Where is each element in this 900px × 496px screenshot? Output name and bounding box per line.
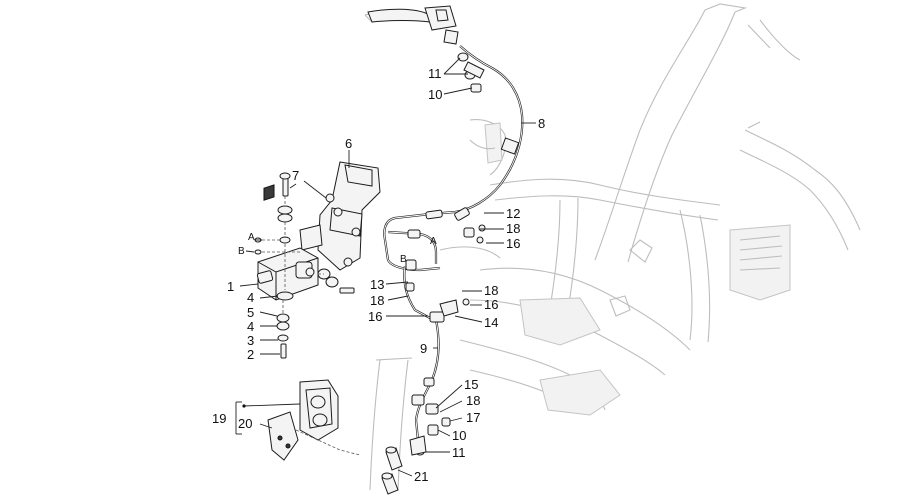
callout-10-bottom: 10 <box>452 428 466 443</box>
letter-b-right: B <box>400 254 407 265</box>
callout-19: 19 <box>212 411 226 426</box>
letter-b-left: B <box>238 246 245 257</box>
caliper-bolts <box>381 446 403 495</box>
callout-15: 15 <box>464 377 478 392</box>
callout-4-lower: 4 <box>247 319 254 334</box>
connection-letters: A B A B <box>238 232 437 265</box>
abs-modulator <box>256 184 319 301</box>
letter-a-left: A <box>248 232 255 243</box>
brake-hose-upper <box>429 45 524 216</box>
brake-master-cylinder <box>367 5 459 45</box>
callout-10-top: 10 <box>428 87 442 102</box>
callout-9: 9 <box>420 341 427 356</box>
callout-18-left: 18 <box>370 293 384 308</box>
caliper-leader-dot <box>242 404 246 408</box>
brake-caliper <box>267 379 361 461</box>
scooter-frame <box>364 3 861 491</box>
callout-16-top: 16 <box>506 236 520 251</box>
callout-labels: 1 2 3 4 5 4 6 7 8 9 10 10 11 11 12 13 14… <box>212 66 545 484</box>
callout-8: 8 <box>538 116 545 131</box>
banjo-fittings-top <box>457 52 485 93</box>
callout-4-upper: 4 <box>247 290 254 305</box>
letter-a-right: A <box>430 236 437 247</box>
callout-20: 20 <box>238 416 252 431</box>
callout-18-middle: 18 <box>484 283 498 298</box>
callout-18-top: 18 <box>506 221 520 236</box>
callout-16-middle: 16 <box>484 297 498 312</box>
callout-2: 2 <box>247 347 254 362</box>
callout-16-left: 16 <box>368 309 382 324</box>
brake-hose-lower <box>411 298 470 441</box>
callout-7: 7 <box>292 168 299 183</box>
callout-21: 21 <box>414 469 428 484</box>
callout-12: 12 <box>506 206 520 221</box>
callout-11-bottom: 11 <box>452 445 466 460</box>
callout-6: 6 <box>345 136 352 151</box>
abs-bracket <box>299 161 381 271</box>
brake-hose-distribution <box>383 207 486 319</box>
callout-13: 13 <box>370 277 384 292</box>
callout-18-bottom: 18 <box>466 393 480 408</box>
grommet-stack <box>254 172 355 359</box>
callout-3: 3 <box>247 333 254 348</box>
leader-lines <box>235 57 536 477</box>
callout-1: 1 <box>227 279 234 294</box>
callout-5: 5 <box>247 305 254 320</box>
callout-11-top: 11 <box>428 66 442 81</box>
banjo-fittings-bottom <box>409 403 451 456</box>
callout-17: 17 <box>466 410 480 425</box>
callout-14: 14 <box>484 315 498 330</box>
